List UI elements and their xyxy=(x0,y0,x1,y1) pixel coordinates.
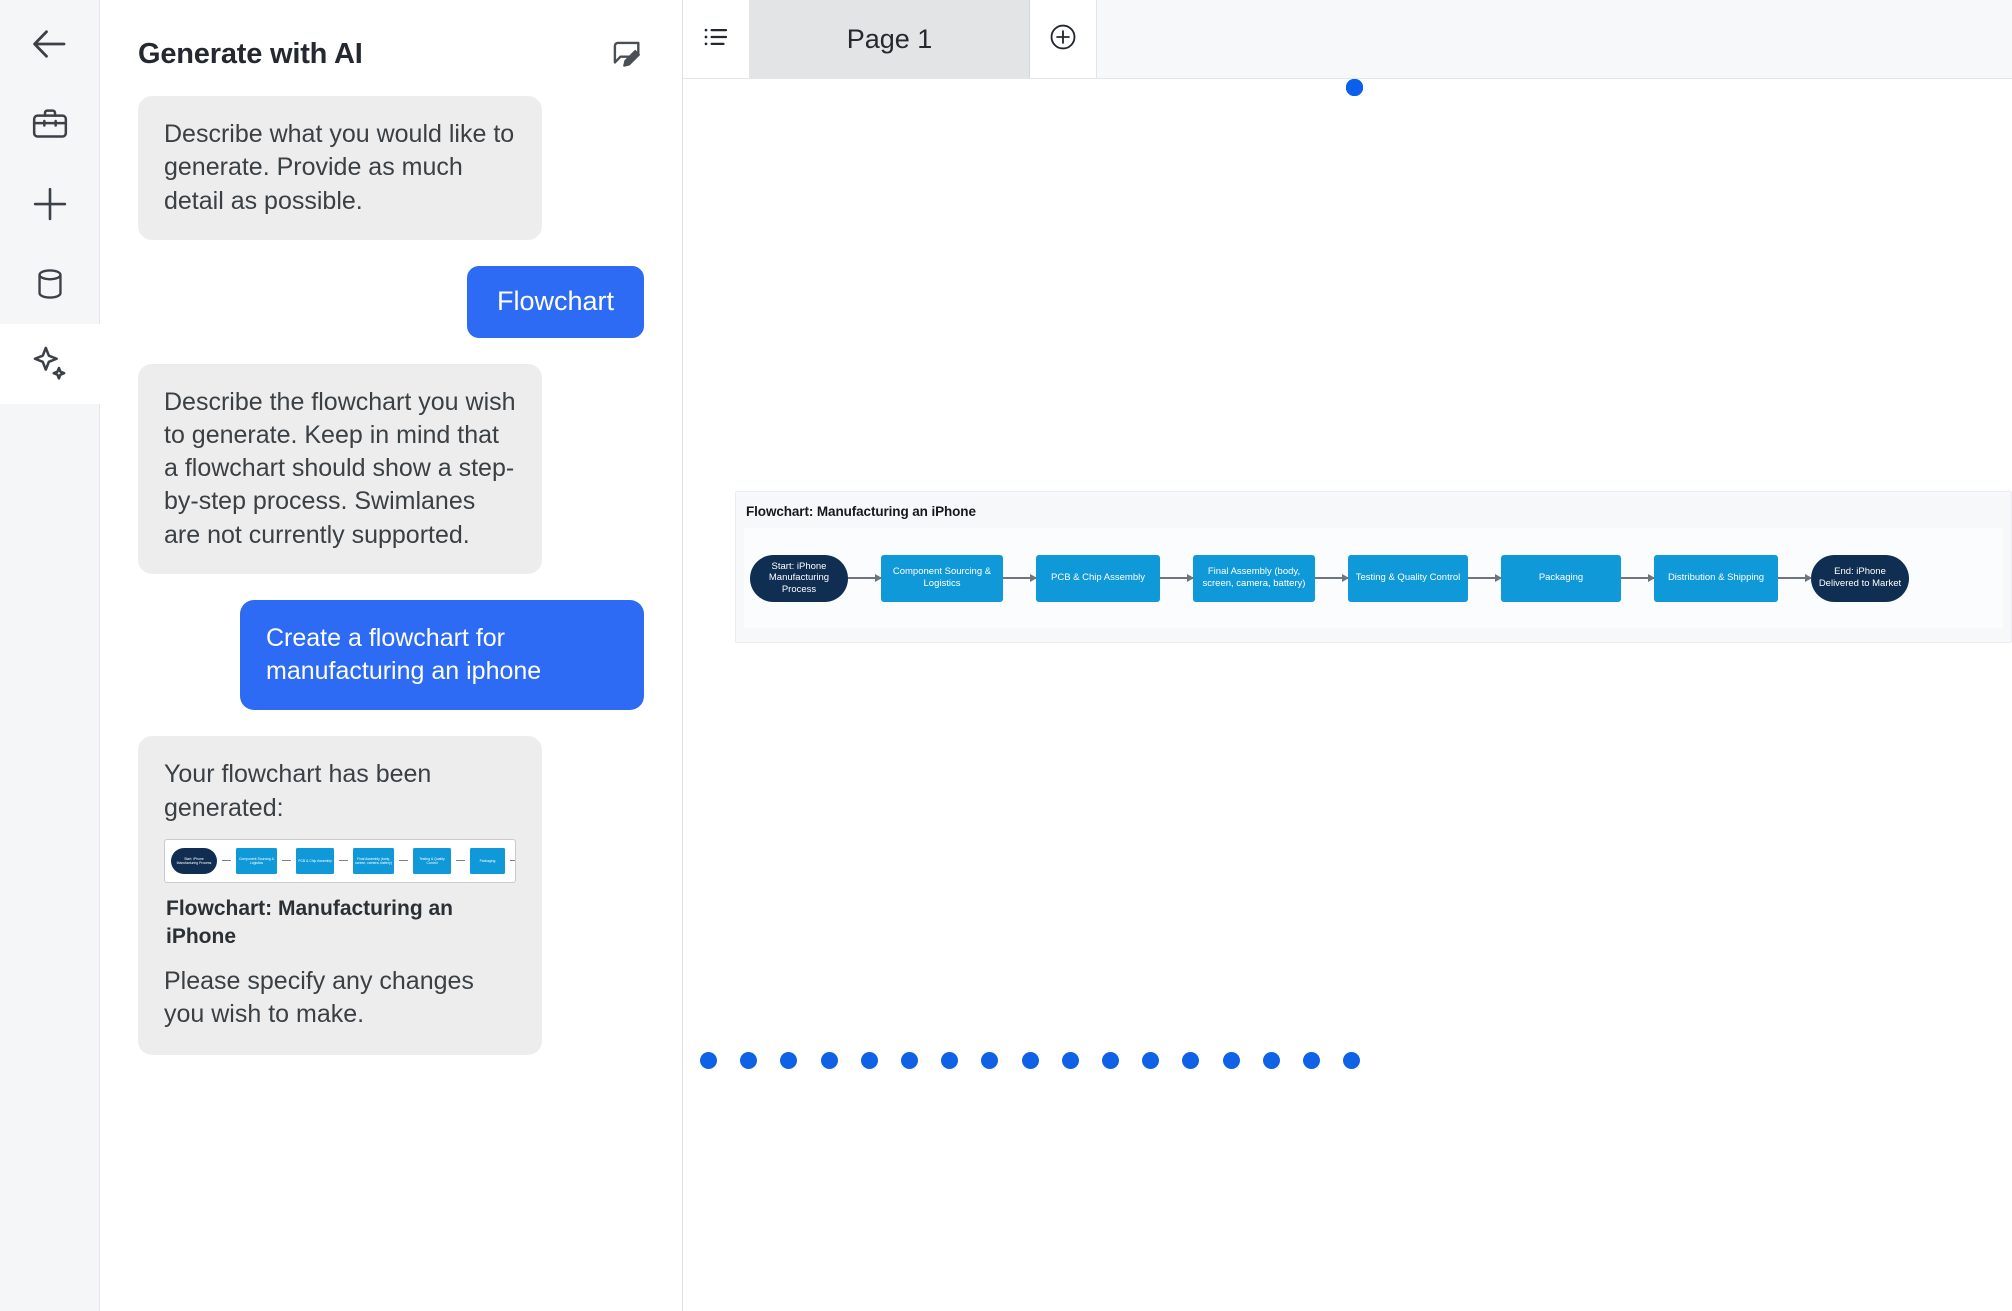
briefcase-icon xyxy=(30,104,70,144)
canvas-dot xyxy=(1222,1051,1240,1069)
bot-message: Describe the flowchart you wish to gener… xyxy=(138,363,542,574)
bot-message: Describe what you would like to generate… xyxy=(138,96,542,240)
flowchart-thumbnail[interactable]: Start: iPhone Manufacturing Process Comp… xyxy=(164,838,516,883)
tab-bar-empty-space xyxy=(1097,0,2012,78)
sparkle-ai-icon xyxy=(29,343,71,385)
flowchart-title: Flowchart: Manufacturing an iPhone xyxy=(746,504,976,519)
result-followup-text: Please specify any changes you wish to m… xyxy=(164,966,474,1028)
thumb-arrow xyxy=(222,860,231,862)
canvas-dot xyxy=(820,1051,838,1069)
flowchart-edge xyxy=(1003,572,1037,584)
sidebar-item-projects[interactable] xyxy=(0,84,100,164)
sidebar-item-data[interactable] xyxy=(0,244,100,324)
thumb-arrow xyxy=(399,860,408,862)
canvas-dot xyxy=(1021,1051,1039,1069)
flowchart-edge xyxy=(1621,572,1655,584)
canvas-dot xyxy=(1142,1051,1160,1069)
panel-header: Generate with AI xyxy=(138,0,644,96)
add-page-button[interactable] xyxy=(1030,0,1097,78)
flowchart-edge xyxy=(1315,572,1349,584)
canvas-dot xyxy=(1343,1051,1361,1069)
thumb-node: Packaging xyxy=(470,847,505,874)
thumb-arrow xyxy=(282,860,291,862)
flowchart-edge xyxy=(1778,572,1812,584)
left-icon-rail xyxy=(0,0,100,1311)
add-page-icon xyxy=(1047,21,1079,58)
canvas-dot xyxy=(981,1051,999,1069)
thumb-node: Component Sourcing & Logistics xyxy=(236,847,277,874)
canvas-dot xyxy=(1182,1051,1200,1069)
thumb-arrow xyxy=(339,860,348,862)
sidebar-item-generate-with-ai[interactable] xyxy=(0,324,100,404)
thumb-arrow xyxy=(510,860,515,862)
sidebar-item-back[interactable] xyxy=(0,4,100,84)
flowchart-edge xyxy=(1468,572,1502,584)
flowchart-node-final-assembly[interactable]: Final Assembly (body, screen, camera, ba… xyxy=(1193,554,1315,602)
canvas-dot xyxy=(1101,1051,1119,1069)
user-message-flowchart[interactable]: Flowchart xyxy=(466,265,644,338)
flowchart-node-start[interactable]: Start: iPhone Manufacturing Process xyxy=(750,554,848,602)
flowchart-node-end[interactable]: End: iPhone Delivered to Market xyxy=(1811,554,1909,602)
flowchart-edge xyxy=(1160,572,1194,584)
canvas-area: Page 1 Flowchart: Manufacturing an iPhon… xyxy=(683,0,2012,1311)
flowchart-node-packaging[interactable]: Packaging xyxy=(1501,554,1621,602)
flowchart-node-pcb-assembly[interactable]: PCB & Chip Assembly xyxy=(1036,554,1160,602)
bot-message-result: Your flowchart has been generated: Start… xyxy=(138,736,542,1056)
tab-page-1[interactable]: Page 1 xyxy=(750,0,1030,78)
page-title: Generate with AI xyxy=(138,37,363,70)
message-row: Your flowchart has been generated: Start… xyxy=(138,736,644,1056)
database-icon xyxy=(31,265,69,303)
comment-edit-icon[interactable] xyxy=(608,36,644,72)
generate-with-ai-panel: Generate with AI Describe what you would… xyxy=(100,0,683,1311)
thumb-node: Start: iPhone Manufacturing Process xyxy=(171,847,217,874)
user-message-prompt: Create a flowchart for manufacturing an … xyxy=(240,599,644,711)
canvas-dot xyxy=(860,1051,878,1069)
page-tab-bar: Page 1 xyxy=(683,0,2012,79)
sidebar-item-new[interactable] xyxy=(0,164,100,244)
message-row: Describe what you would like to generate… xyxy=(138,96,644,240)
thumbnail-caption: Flowchart: Manufacturing an iPhone xyxy=(166,896,454,948)
list-view-icon xyxy=(701,22,731,57)
message-row: Describe the flowchart you wish to gener… xyxy=(138,363,644,574)
flowchart-node-testing-qc[interactable]: Testing & Quality Control xyxy=(1348,554,1468,602)
canvas-dot xyxy=(1061,1051,1079,1069)
result-intro-text: Your flowchart has been generated: xyxy=(164,760,432,822)
canvas-dot xyxy=(699,1051,717,1069)
list-view-button[interactable] xyxy=(683,0,750,78)
flowchart-body: Start: iPhone Manufacturing Process Comp… xyxy=(744,528,2003,628)
diagram-canvas[interactable]: Flowchart: Manufacturing an iPhone Start… xyxy=(683,79,2012,1311)
flowchart-node-distribution[interactable]: Distribution & Shipping xyxy=(1654,554,1778,602)
canvas-dot xyxy=(1262,1051,1280,1069)
flowchart-edge xyxy=(848,572,882,584)
canvas-dot xyxy=(1345,79,1363,96)
thumb-node: Testing & Quality Control xyxy=(413,847,451,874)
canvas-dot xyxy=(1302,1051,1320,1069)
back-arrow-icon xyxy=(29,23,71,65)
canvas-dot xyxy=(941,1051,959,1069)
thumb-node: PCB & Chip Assembly xyxy=(296,847,334,874)
thumb-arrow xyxy=(456,860,465,862)
message-row: Flowchart xyxy=(138,265,644,338)
canvas-dot xyxy=(900,1051,918,1069)
plus-icon xyxy=(29,183,71,225)
thumb-node: Final Assembly (body, screen, camera, ba… xyxy=(353,847,394,874)
canvas-dot xyxy=(780,1051,798,1069)
message-row: Create a flowchart for manufacturing an … xyxy=(138,599,644,711)
flowchart-container[interactable]: Flowchart: Manufacturing an iPhone Start… xyxy=(735,491,2012,643)
canvas-dot xyxy=(740,1051,758,1069)
flowchart-node-component-sourcing[interactable]: Component Sourcing & Logistics xyxy=(881,554,1003,602)
